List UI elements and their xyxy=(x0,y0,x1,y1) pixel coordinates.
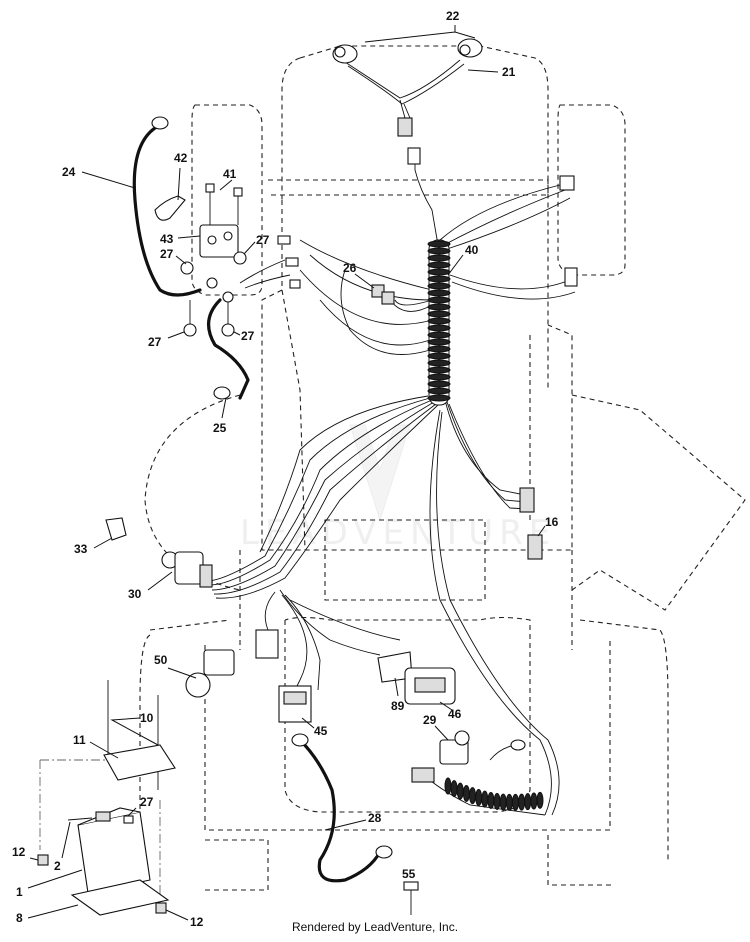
loom-ring xyxy=(427,345,451,353)
callout-40: 40 xyxy=(465,243,479,257)
coil-ring xyxy=(469,787,477,805)
nuts-27 xyxy=(180,251,247,337)
coil-ring xyxy=(524,793,532,811)
callout-24: 24 xyxy=(62,165,76,179)
ground-cable-25 xyxy=(207,298,250,400)
seat-switch-29 xyxy=(439,730,470,765)
callout-27a: 27 xyxy=(160,247,174,261)
small-leads xyxy=(239,235,301,289)
harness-loom xyxy=(427,239,451,406)
callout-27b: 27 xyxy=(256,233,270,247)
callout-89: 89 xyxy=(391,699,405,713)
callout-12a: 12 xyxy=(12,845,26,859)
loom-ring xyxy=(427,296,451,304)
loom-ring xyxy=(427,254,451,262)
callout-55: 55 xyxy=(402,867,416,881)
coil-ring xyxy=(444,777,452,795)
callout-30: 30 xyxy=(128,587,142,601)
loom-ring xyxy=(427,289,451,297)
loom-ring xyxy=(427,331,451,339)
callout-42: 42 xyxy=(174,151,188,165)
loom-ring xyxy=(427,359,451,367)
loom-ring xyxy=(427,338,451,346)
loom-ring xyxy=(427,282,451,290)
coil-ring xyxy=(530,792,538,810)
coil-ring xyxy=(450,780,458,798)
coil-ring xyxy=(499,793,507,811)
loom-ring xyxy=(427,240,451,248)
loom-ring xyxy=(427,380,451,388)
callout-8: 8 xyxy=(16,911,23,925)
callout-28: 28 xyxy=(368,811,382,825)
coil-ring xyxy=(505,793,513,811)
coil-ring xyxy=(511,793,519,811)
solenoid-43 xyxy=(154,183,243,258)
callout-50: 50 xyxy=(154,653,168,667)
hour-meter-46 xyxy=(404,667,456,705)
callout-11: 11 xyxy=(73,733,86,747)
battery-cable-24 xyxy=(132,116,202,297)
loom-ring xyxy=(427,394,451,402)
callout-29: 29 xyxy=(423,713,437,727)
connector-16 xyxy=(527,534,543,560)
loom-ring xyxy=(427,303,451,311)
callout-1: 1 xyxy=(16,885,23,899)
callout-22: 22 xyxy=(446,9,460,23)
coil-ring xyxy=(462,784,470,802)
callout-41: 41 xyxy=(223,167,237,181)
battery-assembly xyxy=(37,680,176,916)
loom-ring xyxy=(427,387,451,395)
callout-12b: 12 xyxy=(190,915,204,929)
coil-ring xyxy=(487,791,495,809)
callouts: 22 21 24 42 41 43 27 27 27 27 27 40 26 2… xyxy=(12,9,559,929)
callout-16: 16 xyxy=(545,515,559,529)
battery-cable-28 xyxy=(291,733,393,883)
headlight-connector xyxy=(397,117,413,137)
callout-33: 33 xyxy=(74,542,88,556)
loom-ring xyxy=(427,366,451,374)
part-33 xyxy=(105,517,127,541)
loom-ring xyxy=(427,324,451,332)
loom-ring xyxy=(427,268,451,276)
callout-25: 25 xyxy=(213,421,227,435)
callout-46: 46 xyxy=(448,707,462,721)
coil-ring xyxy=(493,792,501,810)
callout-21: 21 xyxy=(502,65,516,79)
coil-ring xyxy=(475,789,483,807)
callout-27d: 27 xyxy=(241,329,255,343)
light-switch-50 xyxy=(185,649,235,698)
loom-ring xyxy=(427,247,451,255)
callout-10: 10 xyxy=(140,711,154,725)
loom-ring xyxy=(427,317,451,325)
callout-43: 43 xyxy=(160,232,174,246)
coil-ring xyxy=(481,790,489,808)
coil-ring xyxy=(518,793,526,811)
main-harness-wires xyxy=(207,147,578,816)
module-45 xyxy=(278,685,312,723)
callout-27e: 27 xyxy=(140,795,154,809)
callout-2: 2 xyxy=(54,859,61,873)
connector-block xyxy=(255,629,279,659)
loom-ring xyxy=(427,310,451,318)
headlight-harness xyxy=(332,38,483,137)
coil-ring xyxy=(456,782,464,800)
watermark-logo: LEADVENTURE xyxy=(240,424,556,553)
loom-ring xyxy=(427,275,451,283)
loom-ring xyxy=(427,373,451,381)
watermark-text: LEADVENTURE xyxy=(240,513,556,553)
footer-credit: Rendered by LeadVenture, Inc. xyxy=(291,920,459,934)
callout-26: 26 xyxy=(343,261,357,275)
bolt-55 xyxy=(403,881,419,915)
loom-ring xyxy=(427,352,451,360)
ignition-switch-30 xyxy=(161,551,213,588)
callout-45: 45 xyxy=(314,724,328,738)
coiled-cord xyxy=(411,739,546,816)
callout-27c: 27 xyxy=(148,335,162,349)
loom-ring xyxy=(427,261,451,269)
coil-ring xyxy=(536,791,544,809)
